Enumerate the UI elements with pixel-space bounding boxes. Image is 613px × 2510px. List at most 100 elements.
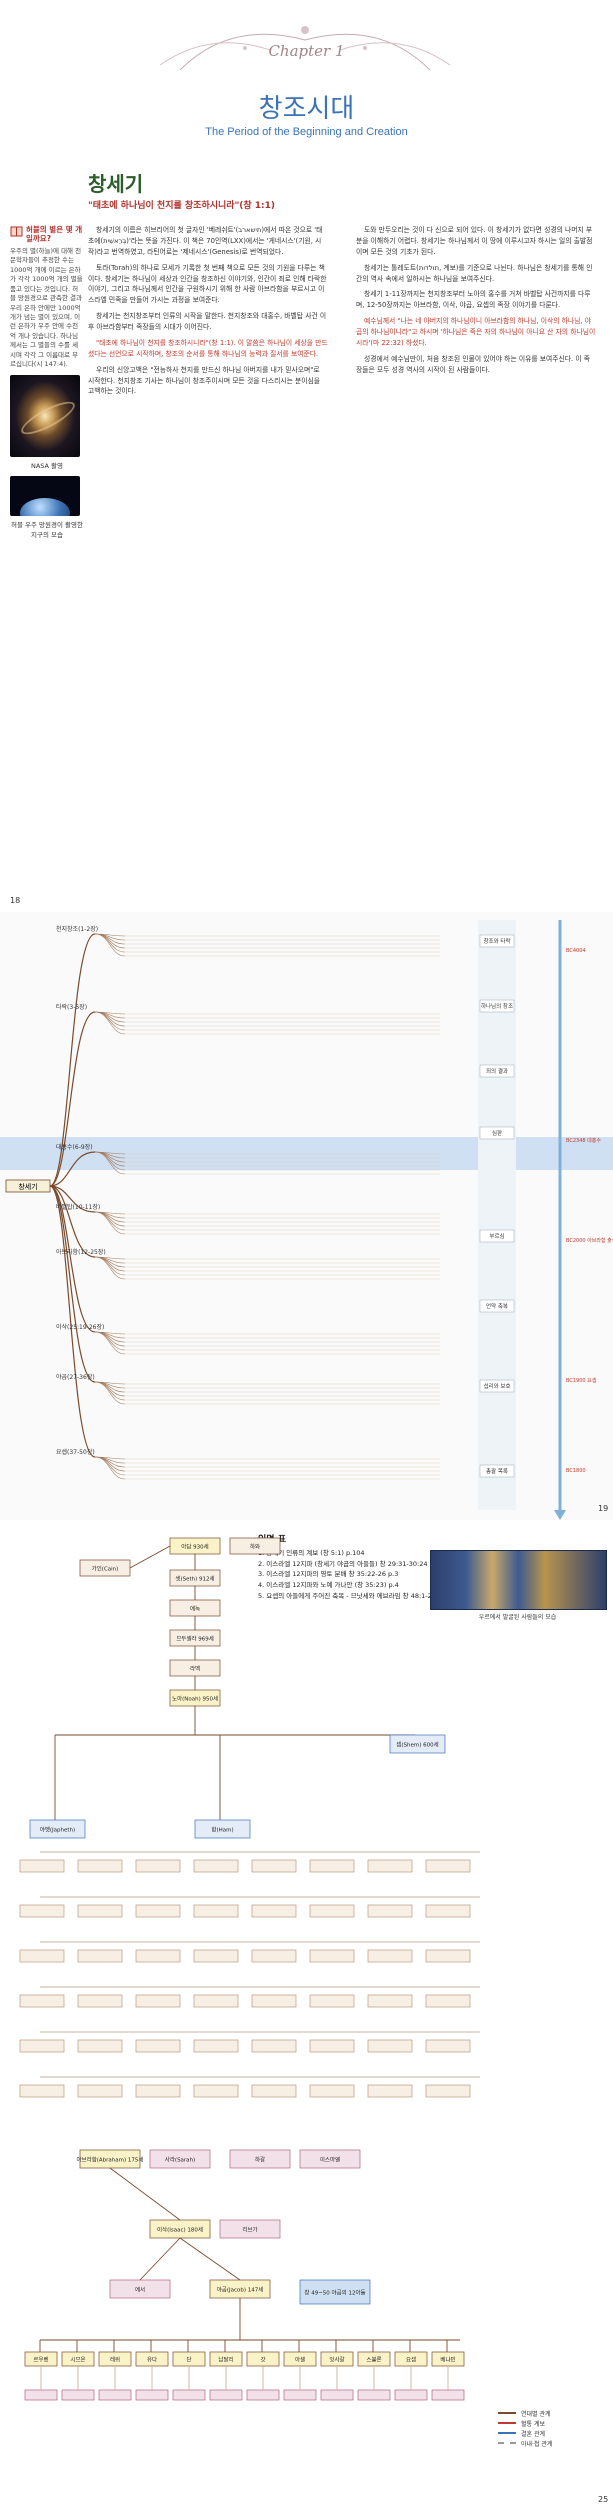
tree-node-label: 르우벤 xyxy=(33,2356,48,2364)
tree-node-box xyxy=(19,2084,65,2098)
timeline-branches xyxy=(49,933,440,1480)
tree-node-box xyxy=(194,1819,251,1839)
sidebar: 허블의 별은 몇 개일까요? 우주의 별(하늘)에 대해 천문학자들이 추정한 … xyxy=(10,225,84,539)
timeline-twig xyxy=(94,933,126,957)
tree-node-box xyxy=(193,1904,239,1918)
timeline-group-label: 아브라함(12-25장) xyxy=(56,1248,106,1256)
paragraph: 창세기의 이름은 히브리어의 첫 글자인 '베레쉬트'(תישארב)에서 따온… xyxy=(88,226,323,256)
book-title: 창세기 xyxy=(88,172,144,196)
tree-node-label: 창 49~50 야곱의 12아들 xyxy=(304,2289,365,2297)
paragraph: 성경에서 예수님만이, 처음 창조된 인물이 있어야 하는 이유를 보여주신다.… xyxy=(356,354,591,374)
timeline-branch xyxy=(49,933,96,1187)
timeline-branch xyxy=(49,1185,96,1333)
tree-node-box xyxy=(251,1859,297,1873)
book-icon xyxy=(10,226,23,237)
timeline-branch xyxy=(49,1185,96,1383)
tree-node-box xyxy=(135,2084,181,2098)
timeline-twig xyxy=(94,1211,126,1223)
tree-node-label: 야곱(Jacob) 147세 xyxy=(217,2286,264,2294)
timeline-twig xyxy=(94,933,126,945)
tree-node-box xyxy=(309,1859,355,1873)
tree-node-box xyxy=(299,2149,361,2169)
page-timeline: 천지창조(1-2장)타락(3-5장)대홍수(6-9장)바벨탑(10-11장)아브… xyxy=(0,912,613,1520)
chapter-title: 창조시대 xyxy=(258,94,355,124)
tree-node-box xyxy=(135,1904,181,1918)
side-label: 총괄 목록 xyxy=(486,1467,508,1475)
side-label: 하나님의 창조 xyxy=(481,1002,513,1010)
timeline-branch xyxy=(49,1011,96,1187)
tree-node-box xyxy=(431,2389,465,2401)
tree-node-box xyxy=(193,1859,239,1873)
tree-node-label: 에서 xyxy=(135,2286,145,2294)
tree-node-box xyxy=(394,2389,428,2401)
tree-node-box xyxy=(251,1949,297,1963)
tree-node-box xyxy=(77,2084,123,2098)
sidebar-heading: 허블의 별은 몇 개일까요? xyxy=(10,225,84,243)
timeline-date: BC4004 xyxy=(566,948,586,954)
page-genealogy: 인명 표 1. 창세기 인류의 계보 (창 5:1) p.104 2. 이스라엘… xyxy=(0,1520,613,2510)
page-number-left: 18 xyxy=(10,896,21,905)
paragraph: 창세기 1-11장까지는 천지창조부터 노아의 홍수를 거쳐 바벨탑 사건까지를… xyxy=(356,290,591,310)
legend-item: 아내·첩 관계 xyxy=(498,2438,598,2448)
ur-photo-caption: 우르에서 발굴된 사람들의 모습 xyxy=(478,1614,557,1621)
tree-node-box xyxy=(98,2389,132,2401)
tree-node-label: 셈(Shem) 600세 xyxy=(396,1741,438,1749)
side-label-box xyxy=(479,1299,515,1313)
side-label-box xyxy=(479,1126,515,1140)
tree-node-box xyxy=(77,1904,123,1918)
side-label-box xyxy=(479,1229,515,1243)
tree-node-label: 가인(Cain) xyxy=(92,1565,119,1573)
side-label: 창조와 타락 xyxy=(483,937,510,945)
tree-node-label: 납달리 xyxy=(218,2356,233,2364)
tree-node-box xyxy=(229,1537,281,1555)
side-label-box xyxy=(479,934,515,948)
timeline-branch xyxy=(49,1185,96,1213)
body-column-2: 도와 만두오리는 것이 다 신으로 되어 있다. 이 창세기가 없다면 성경의 … xyxy=(356,225,596,381)
tree-node-box xyxy=(229,2149,291,2169)
sidebar-text: 우주의 별(하늘)에 대해 천문학자들이 추정한 수는 1000억 개에 이르는… xyxy=(10,247,83,369)
timeline-date: BC1800 xyxy=(566,1468,586,1474)
table-item: 2. 이스라엘 12지파 (창세기 야곱의 아들들) 창 29:31-30:24… xyxy=(258,1559,440,1568)
tree-node-box xyxy=(149,2149,211,2169)
tree-node-box xyxy=(367,2084,413,2098)
tree-node-box xyxy=(193,2084,239,2098)
side-column xyxy=(478,920,516,1510)
side-label: 심판 xyxy=(492,1129,502,1137)
tree-node-box xyxy=(309,2084,355,2098)
earth-photo xyxy=(10,476,80,517)
tree-node-box xyxy=(19,1994,65,2008)
tree-node-label: 라멕 xyxy=(190,1665,200,1673)
side-label: 부르심 xyxy=(489,1232,504,1240)
galaxy-photo xyxy=(10,375,80,458)
timeline-group-label: 바벨탑(10-11장) xyxy=(56,1203,100,1211)
tree-node-label: 유다 xyxy=(147,2356,157,2364)
flood-band xyxy=(0,1137,613,1170)
root-label: 창세기 xyxy=(18,1182,37,1191)
tree-node-box xyxy=(251,2084,297,2098)
tree-node-label: 함(Ham) xyxy=(211,1826,233,1834)
timeline-twig xyxy=(94,1331,126,1355)
paragraph: 창세기는 톨레도트(תולדות, 계보)를 기준으로 나뉜다. 하나님은 창세… xyxy=(356,263,593,283)
tree-node-box xyxy=(425,1859,471,1873)
book-verse: "태초에 하나님이 천지를 창조하시니라"(창 1:1) xyxy=(88,201,276,211)
tree-node-label: 야벳(Japheth) xyxy=(40,1826,75,1834)
tree-node-label: 이스마엘 xyxy=(320,2156,340,2164)
tree-node-label: 요셉 xyxy=(406,2356,416,2364)
timeline-date: BC2000 아브라함 출생 xyxy=(566,1237,613,1244)
tree-node-box xyxy=(320,2389,354,2401)
tree-node-box xyxy=(425,1904,471,1918)
tree-node-box xyxy=(193,2039,239,2053)
tree-node-box xyxy=(357,2389,391,2401)
chapter-ornament xyxy=(159,26,451,71)
tree-node-box xyxy=(172,2389,206,2401)
tree-node-label: 레위 xyxy=(110,2356,120,2364)
tree-node-box xyxy=(389,1734,446,1754)
table-item: 4. 이스라엘 12지파와 노예 가나안 (창 35:23) p.4 xyxy=(258,1581,399,1590)
tree-node-box xyxy=(135,1859,181,1873)
tree-node-box xyxy=(135,2039,181,2053)
timeline-twig xyxy=(94,1456,126,1468)
tree-node-label: 사라(Sarah) xyxy=(165,2156,195,2164)
